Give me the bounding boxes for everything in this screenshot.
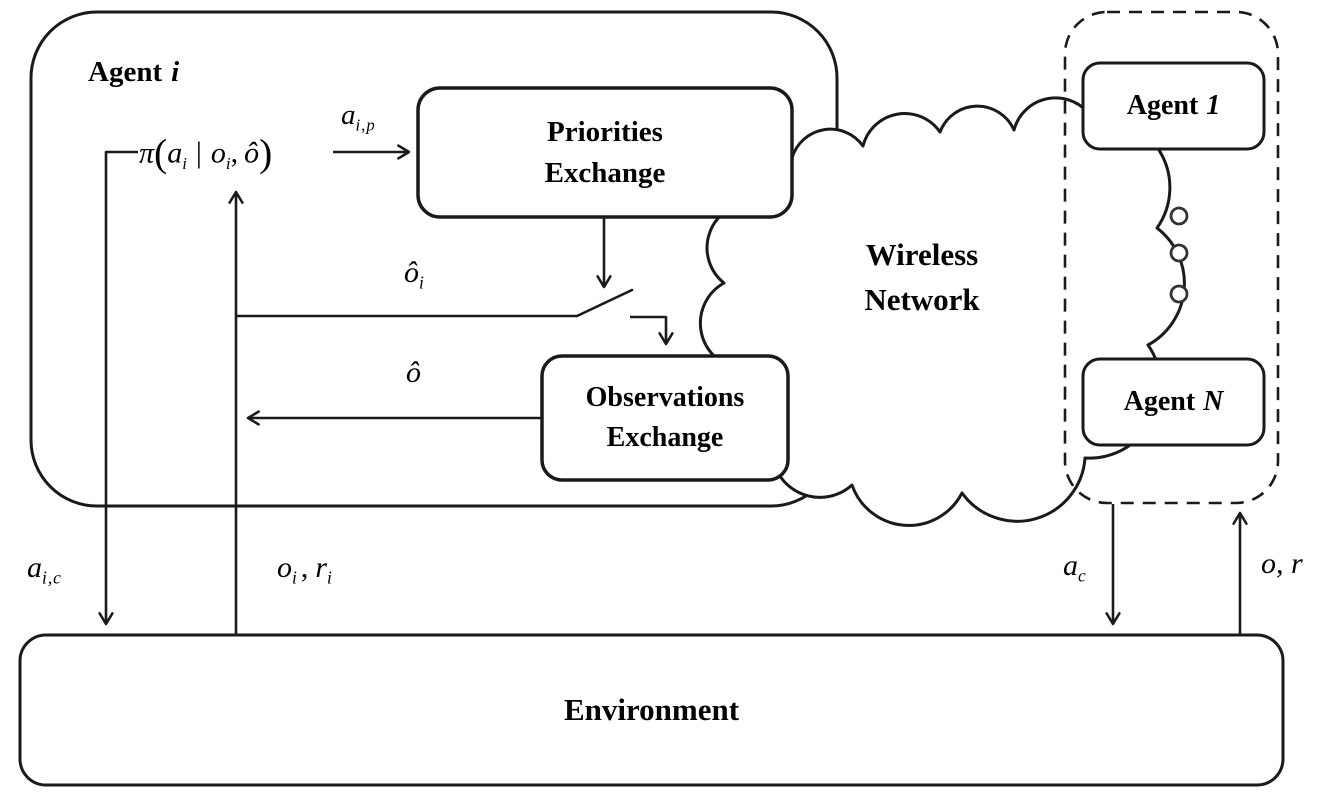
label-oi: o <box>277 551 292 584</box>
policy-o: o <box>210 136 226 170</box>
label-o-r-base: o, r <box>1261 547 1303 580</box>
ellipsis-dot <box>1169 243 1189 263</box>
label-a-c-base: a <box>1063 549 1078 582</box>
priorities-line1: Priorities <box>547 115 663 148</box>
agent-1-prefix: Agent <box>1126 90 1199 121</box>
wireless-network-cloud <box>698 96 1186 527</box>
ellipsis-dot <box>1169 206 1189 226</box>
observations-exchange-label: Observations Exchange <box>542 356 788 480</box>
wireless-line2: Network <box>864 282 980 317</box>
label-a-ic-sub: i,c <box>42 567 62 588</box>
agent-n-var: N <box>1203 386 1224 417</box>
agent-n-prefix: Agent <box>1123 386 1196 417</box>
label-o-hat-base: ô <box>406 356 421 389</box>
label-a-ic: ai,c <box>27 551 62 588</box>
observations-line2: Exchange <box>606 422 724 453</box>
policy-open-paren: ( <box>154 131 168 175</box>
observations-line1: Observations <box>585 382 745 413</box>
label-o-hat-i-sub: i <box>419 272 425 293</box>
label-a-ic-base: a <box>27 551 42 584</box>
wireless-line1: Wireless <box>865 237 979 272</box>
policy-pi: π <box>139 136 155 170</box>
policy-o-sub: i <box>225 154 231 174</box>
label-a-c: ac <box>1063 549 1087 586</box>
label-o-hat: ô <box>406 356 421 390</box>
label-o-hat-i-base: ô <box>404 256 419 289</box>
arrow-a-ic-policy-to-environment <box>98 150 138 626</box>
agent-n-box <box>1081 357 1266 447</box>
label-oi-sub: i <box>292 567 298 588</box>
label-o-hat-i: ôi <box>404 256 425 293</box>
policy-close-paren: ) <box>259 131 273 175</box>
label-a-c-sub: c <box>1078 565 1087 586</box>
agent-i-title-var: i <box>171 56 180 88</box>
label-a-ip-base: a <box>341 99 356 131</box>
policy-bar: | <box>195 136 202 170</box>
label-ri-sub: i <box>327 567 333 588</box>
label-oi-ri: oi,ri <box>277 551 333 588</box>
label-o-r: o, r <box>1261 547 1303 581</box>
environment-label: Environment <box>20 635 1283 785</box>
arrow-switch-to-observations <box>630 315 674 346</box>
priorities-exchange-label: Priorities Exchange <box>418 88 792 217</box>
environment-box <box>18 633 1285 787</box>
policy-a: a <box>167 136 183 170</box>
policy-a-sub: i <box>182 154 187 174</box>
priorities-line2: Exchange <box>544 156 666 189</box>
label-a-ip-sub: i,p <box>355 115 376 135</box>
label-ri: r <box>315 551 328 584</box>
label-a-ip: ai,p <box>341 98 376 135</box>
wireless-network-label: Wireless Network <box>800 232 1044 322</box>
agent-1-var: 1 <box>1206 90 1221 121</box>
environment-text: Environment <box>563 692 740 727</box>
policy-comma: , <box>230 136 239 170</box>
switch-blade <box>575 288 634 318</box>
agent-i-title-text: Agent <box>88 56 163 88</box>
agents-group-dashed-box <box>1063 10 1280 505</box>
policy-expression: π(ai|oi,ô) <box>139 130 272 176</box>
ellipsis-dot <box>1169 284 1189 304</box>
policy-o-hat: ô <box>244 136 260 170</box>
label-oi-ri-comma: , <box>300 551 309 584</box>
agent-1-box <box>1081 61 1266 151</box>
